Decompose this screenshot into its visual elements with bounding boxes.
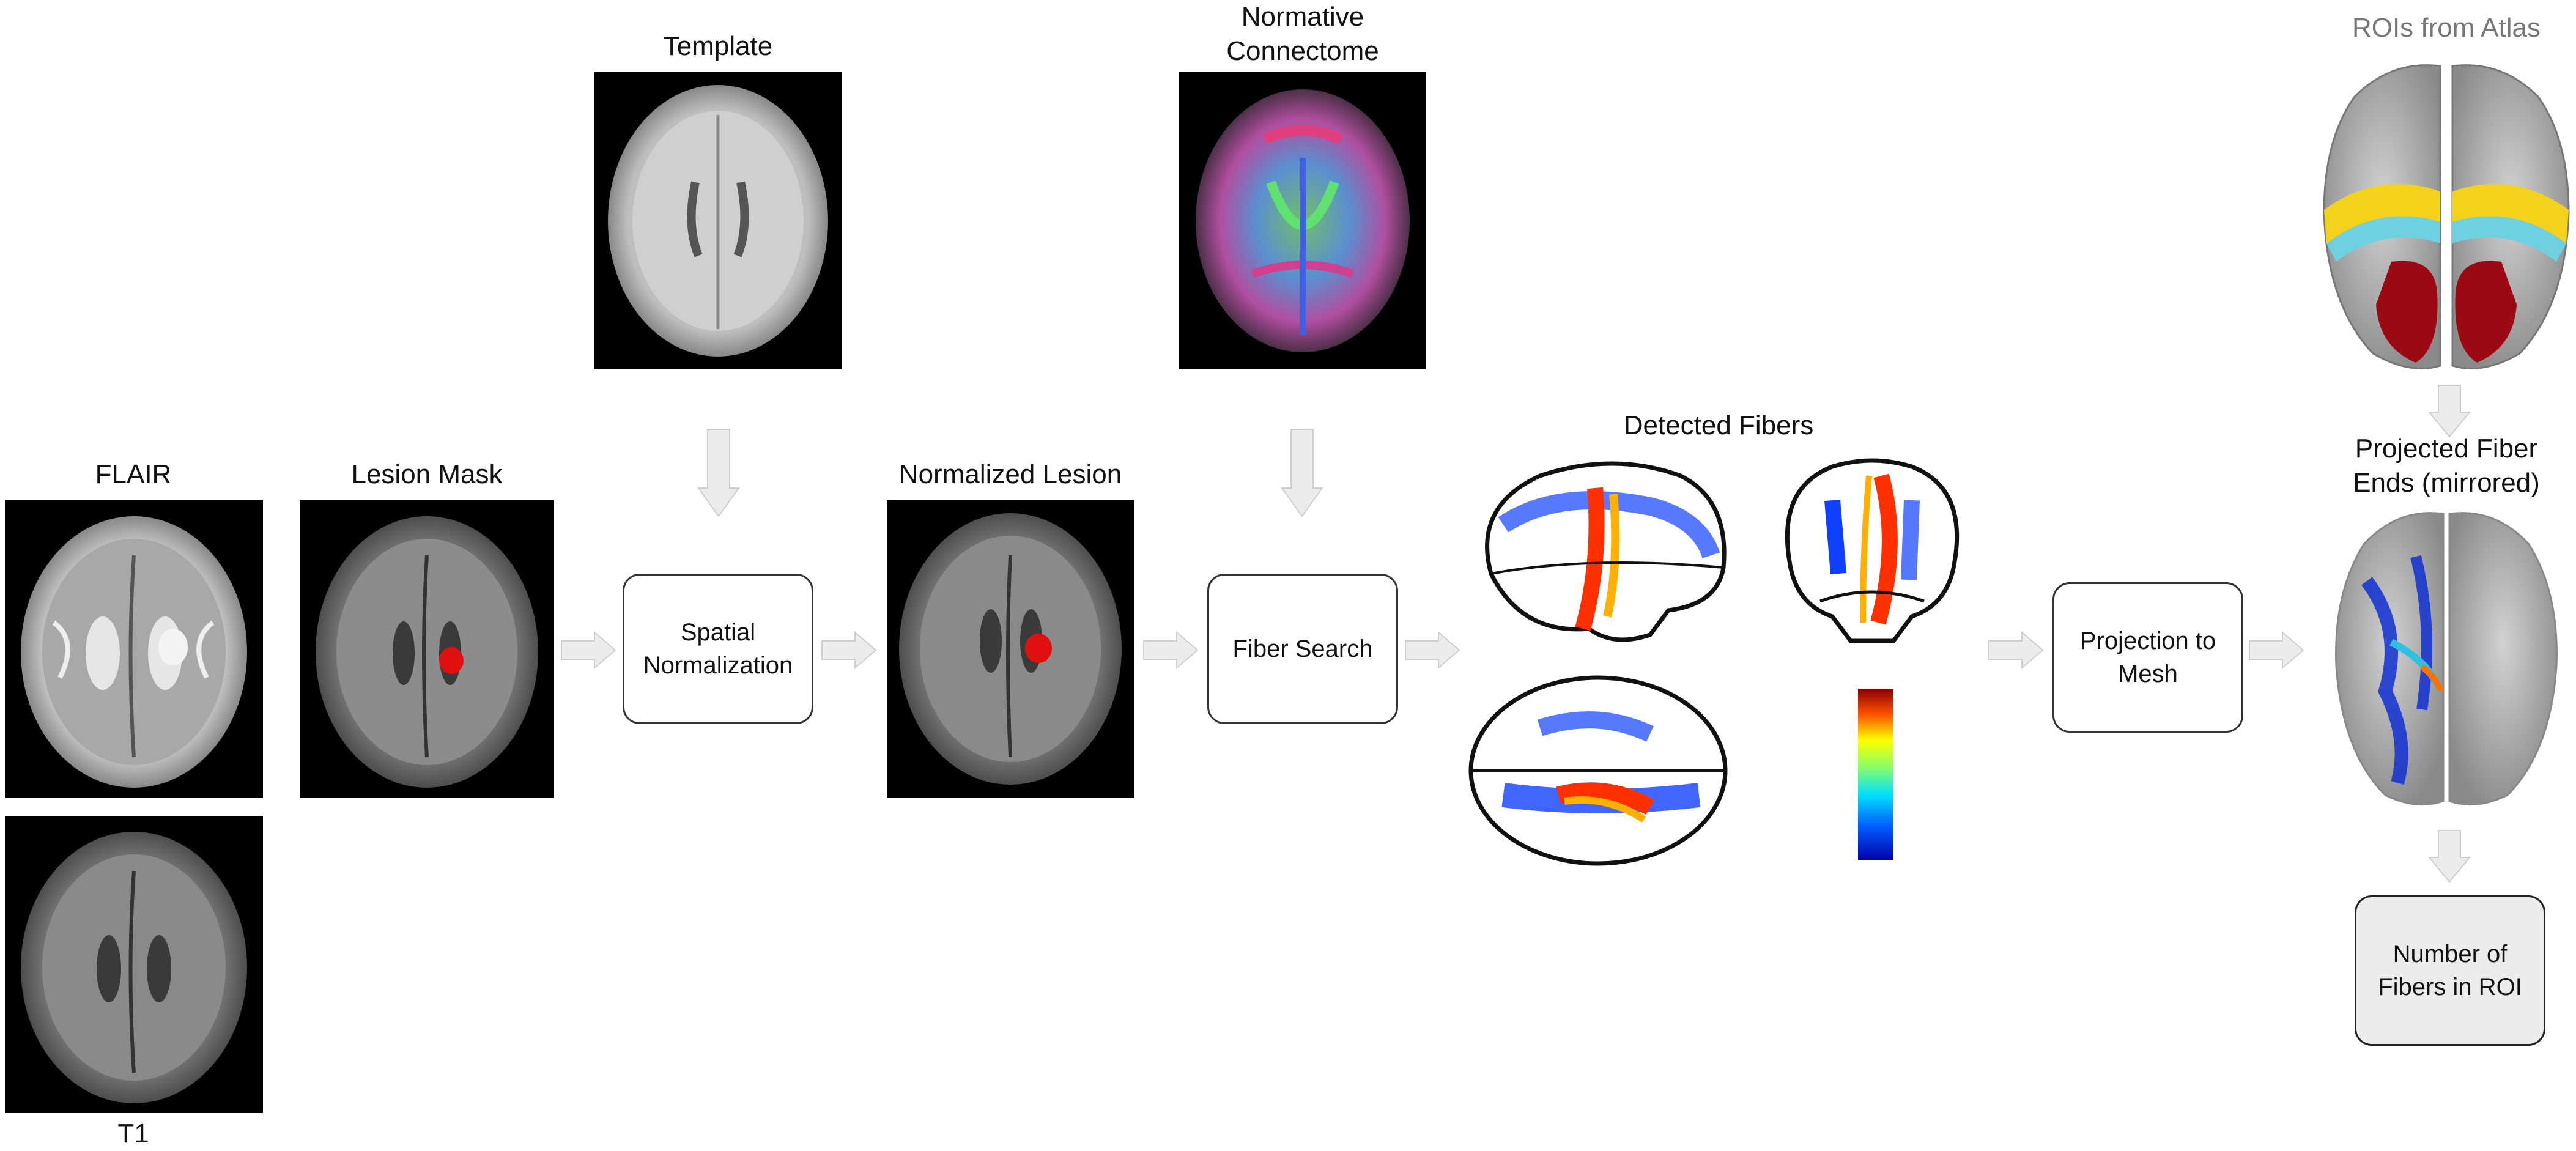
projected-fiber-ends-label-line1: Projected Fiber: [2355, 434, 2538, 464]
roi-cyan-right: [2452, 216, 2566, 262]
colorbar: [1858, 689, 1893, 860]
projected-fiber-ends-label-line2: Ends (mirrored): [2353, 468, 2540, 498]
block-arrow-right-icon: [1142, 631, 1199, 669]
spatial-normalization-line2: Normalization: [643, 652, 793, 679]
detected-fibers-label: Detected Fibers: [1623, 410, 1814, 440]
number-of-fibers-line2: Fibers in ROI: [2378, 974, 2522, 1001]
fiber-search-box: Fiber Search: [1207, 574, 1398, 724]
fiber-coronal-view: [1771, 451, 1973, 653]
block-arrow-down-icon: [2428, 829, 2471, 883]
spatial-normalization-line1: Spatial: [680, 619, 756, 646]
block-arrow-right-icon: [1988, 631, 2044, 669]
template-image: [594, 72, 842, 369]
block-arrow-right-icon: [821, 631, 877, 669]
normalized-lesion-image: [887, 500, 1134, 798]
lesion-mask-image: [300, 500, 554, 798]
projection-to-mesh-box: Projection to Mesh: [2052, 582, 2243, 733]
block-arrow-right-icon: [560, 631, 616, 669]
roi-yellow-right: [2452, 183, 2569, 243]
normalized-lesion-marker: [1025, 634, 1052, 663]
fiber-sagittal-view: [1467, 451, 1736, 650]
number-of-fibers-box: Number of Fibers in ROI: [2355, 895, 2545, 1046]
t1-mri-image: [5, 816, 263, 1113]
projected-fiber-mesh-image: [2330, 508, 2563, 807]
projection-to-mesh-line2: Mesh: [2118, 661, 2178, 687]
roi-atlas-brain-image: [2318, 60, 2575, 378]
roi-red-right: [2455, 261, 2517, 363]
normative-connectome-label-line2: Connectome: [1226, 36, 1379, 66]
lesion-mask-label: Lesion Mask: [351, 459, 503, 489]
block-arrow-down-icon: [2428, 384, 2471, 438]
normative-connectome-label-line1: Normative: [1241, 2, 1364, 32]
roi-cyan-left: [2326, 216, 2440, 262]
template-label: Template: [663, 31, 773, 61]
block-arrow-right-icon: [2248, 631, 2304, 669]
flair-mri-image: [5, 500, 263, 798]
fiber-search-text: Fiber Search: [1232, 635, 1373, 662]
fiber-axial-view: [1467, 673, 1730, 868]
normalized-lesion-label: Normalized Lesion: [898, 459, 1122, 489]
rois-from-atlas-label: ROIs from Atlas: [2352, 13, 2541, 43]
lesion-marker: [439, 647, 464, 674]
flair-label: FLAIR: [95, 459, 172, 489]
block-arrow-down-icon: [1281, 428, 1323, 517]
normative-connectome-image: [1179, 72, 1426, 369]
projection-to-mesh-line1: Projection to: [2079, 627, 2216, 654]
t1-label: T1: [117, 1119, 149, 1149]
roi-red-left: [2376, 261, 2438, 363]
spatial-normalization-box: Spatial Normalization: [623, 574, 813, 724]
block-arrow-down-icon: [697, 428, 740, 517]
roi-yellow-left: [2324, 183, 2440, 243]
number-of-fibers-line1: Number of: [2393, 941, 2508, 968]
block-arrow-right-icon: [1404, 631, 1460, 669]
